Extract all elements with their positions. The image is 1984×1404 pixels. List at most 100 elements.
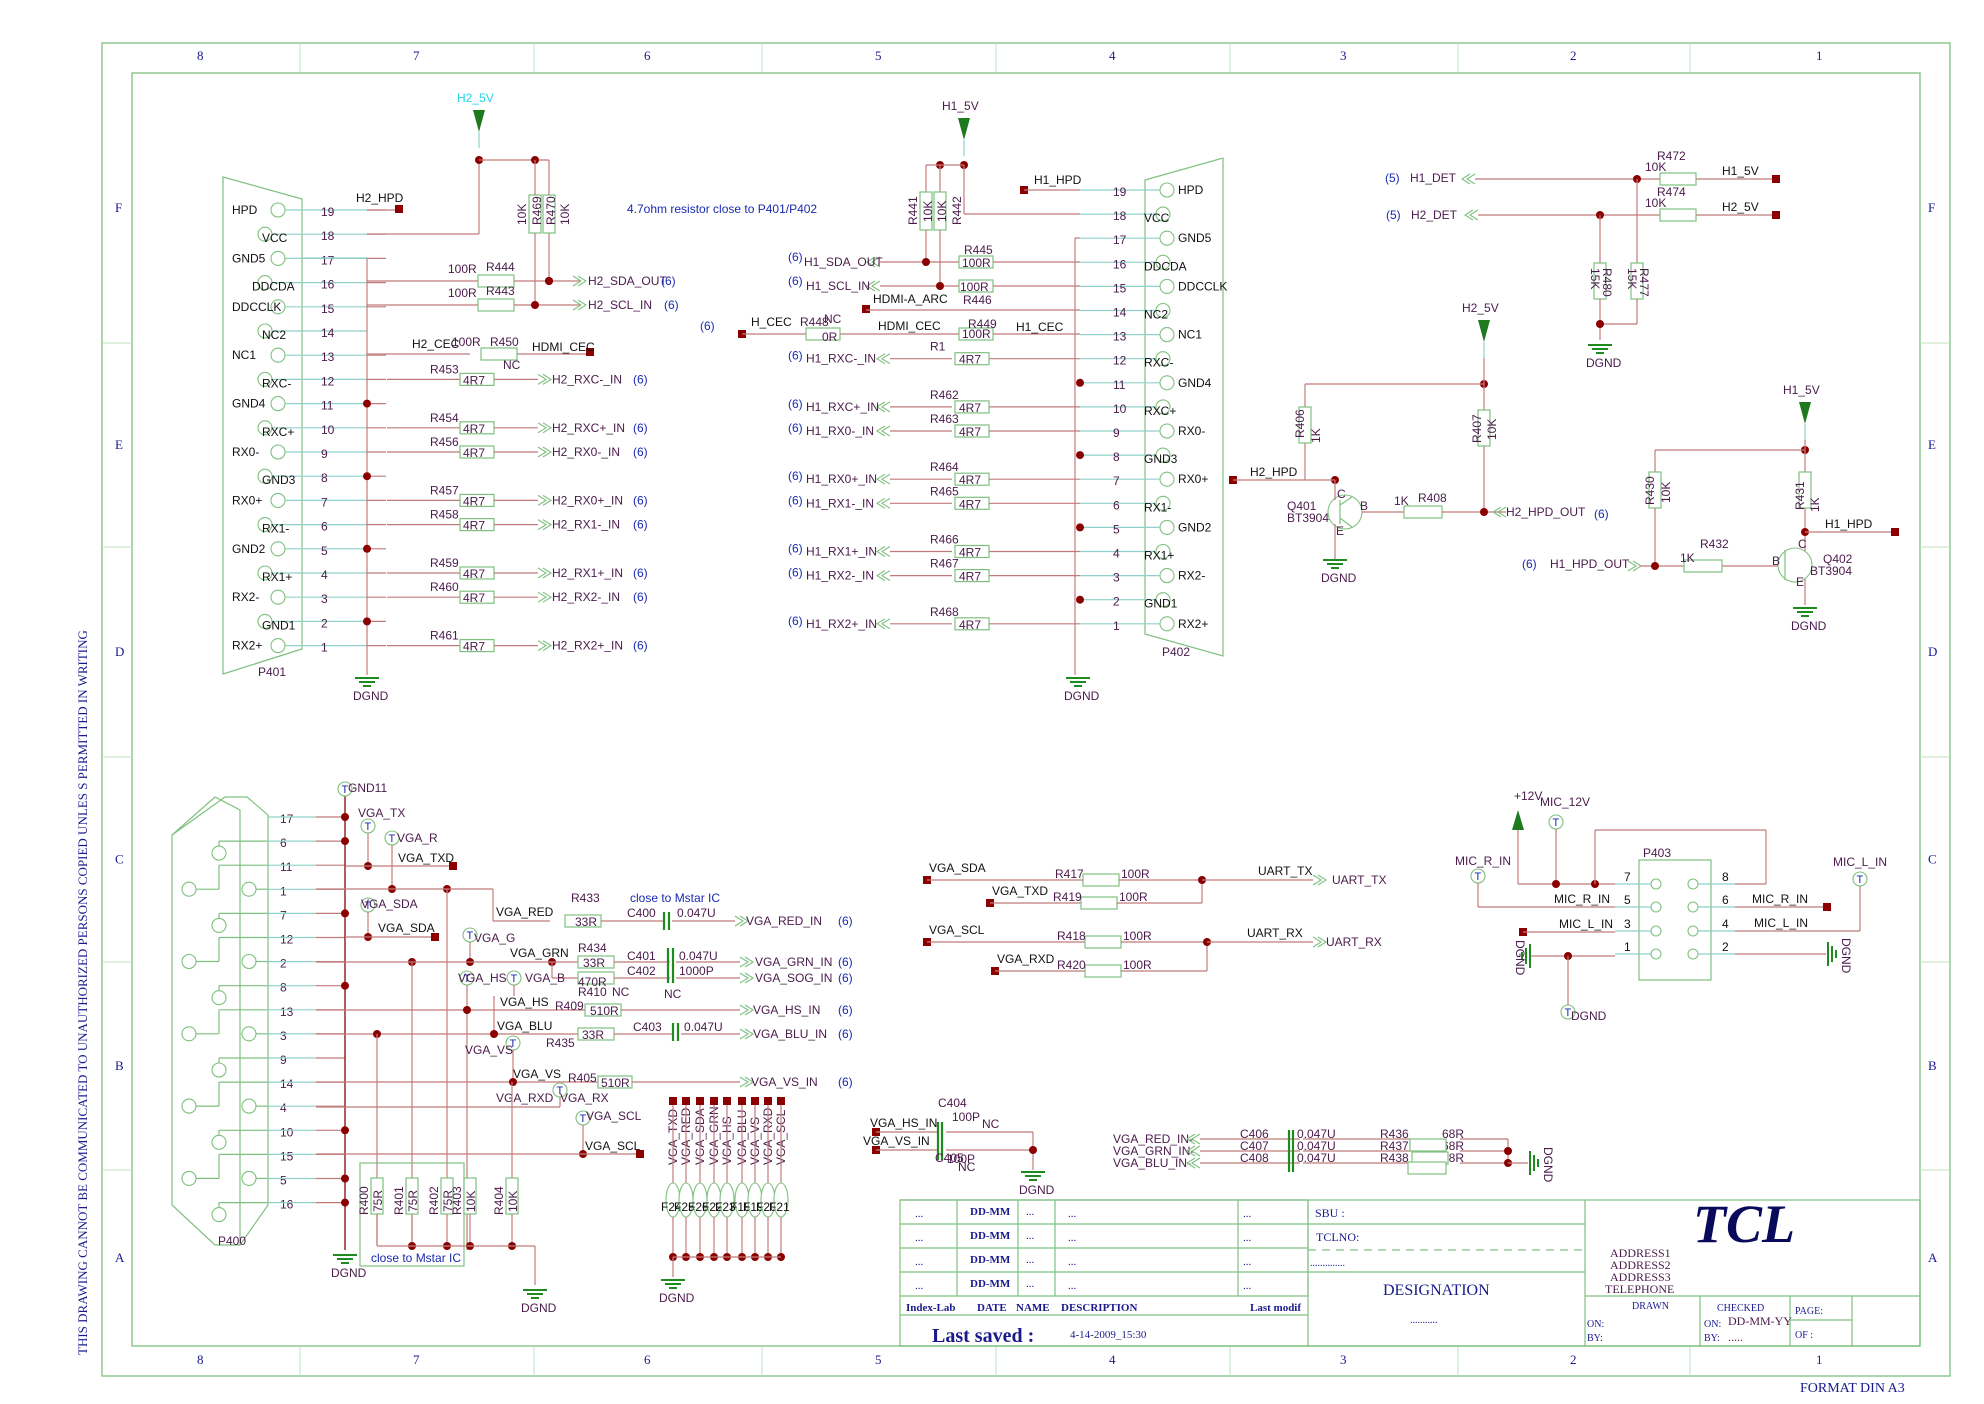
- of-label: OF :: [1795, 1330, 1813, 1341]
- resistor-ref: R418: [1057, 929, 1086, 943]
- resistor-value: 10K: [921, 201, 935, 222]
- pin-circle-icon: [1650, 948, 1662, 960]
- test-point-mark: T: [365, 821, 372, 833]
- pin-circle-icon: [1687, 948, 1699, 960]
- pin-number: 5: [1624, 893, 1631, 907]
- net-label: H1_RX2-_IN: [806, 569, 874, 583]
- resistor-ref: R408: [1418, 491, 1447, 505]
- pin-circle-icon: [270, 492, 286, 508]
- power-arrow-icon: [473, 110, 485, 132]
- pin-name: RX0+: [1178, 472, 1208, 486]
- pin-number: 14: [280, 1077, 294, 1091]
- resistor-value: 75R: [441, 1190, 455, 1212]
- pin-name: VCC: [1144, 211, 1170, 225]
- row-date: DD-MM: [970, 1230, 1011, 1242]
- sheet-ref: (6): [700, 319, 715, 333]
- resistor-ref: R437: [1380, 1139, 1409, 1153]
- offpage-arrow-icon: [739, 956, 750, 968]
- offpage-arrow-icon: [542, 446, 553, 458]
- resistor-ref: R417: [1055, 867, 1084, 881]
- resistor-value: 100R: [962, 256, 991, 270]
- resistor-ref: R441: [906, 196, 920, 225]
- resistor-value: 100R: [1119, 890, 1148, 904]
- junction-dot: [1480, 508, 1488, 516]
- row-desc: ...: [1068, 1280, 1077, 1292]
- offpage-arrow-icon: [875, 570, 886, 582]
- junction-dot: [1596, 320, 1604, 328]
- pin-circle-icon: [1687, 878, 1699, 890]
- offpage-arrow-icon: [744, 1004, 755, 1016]
- net-label: VGA_BLU: [497, 1019, 552, 1033]
- test-point-icon: [1852, 871, 1868, 887]
- resistor-value: 4R7: [959, 425, 981, 439]
- offpage-arrow-icon: [542, 494, 553, 506]
- pin-name: GND3: [1144, 452, 1178, 466]
- cap-value: 0.047U: [679, 949, 718, 963]
- resistor-ref: R446: [963, 293, 992, 307]
- pin-name: DDCCLK: [232, 300, 281, 314]
- net-label: VGA_RED_IN: [746, 914, 822, 928]
- cap-ref: C401: [627, 949, 656, 963]
- resistor-value: 75R: [406, 1190, 420, 1212]
- header-last-modif: Last modif: [1250, 1302, 1301, 1314]
- pin-number: 15: [280, 1149, 294, 1163]
- sheet-ref: (6): [1522, 557, 1537, 571]
- ground-label: DGND: [1321, 571, 1357, 585]
- resistor-value: 10K: [558, 204, 572, 225]
- ground-label: DGND: [1064, 689, 1100, 703]
- resistor-ref: R462: [930, 388, 959, 402]
- pin-circle-icon: [1159, 616, 1175, 632]
- offpage-arrow-icon: [739, 972, 750, 984]
- offpage-arrow-icon: [537, 373, 548, 385]
- header-index: Index-Lab: [906, 1302, 956, 1314]
- cap-value: 100P: [947, 1152, 975, 1166]
- net-label: VGA_RED: [496, 905, 554, 919]
- pin-number: 8: [1722, 870, 1729, 884]
- net-label: H2_RX1-_IN: [552, 518, 620, 532]
- pin-number: 15: [321, 302, 335, 316]
- zone-column-label: 3: [1340, 1352, 1347, 1367]
- pin-name: RX2+: [232, 639, 262, 653]
- ground-label: DGND: [659, 1291, 695, 1305]
- resistor-value: 100R: [1123, 958, 1152, 972]
- pin-name: GND1: [1144, 597, 1178, 611]
- net-label: H2_SDA_OUT: [588, 274, 667, 288]
- resistor-ref: R400: [357, 1186, 371, 1215]
- pin-circle-icon: [270, 541, 286, 557]
- net-label: H2_SCL_IN: [588, 298, 652, 312]
- test-point-mark: T: [1553, 817, 1560, 829]
- pin-circle-icon: [1159, 327, 1175, 343]
- drawn-label: DRAWN: [1632, 1301, 1669, 1312]
- net-label: MIC_L_IN: [1559, 917, 1613, 931]
- pin-circle-icon: [270, 250, 286, 266]
- sheet-ref: (6): [838, 1027, 853, 1041]
- sheet-ref: (6): [788, 250, 803, 264]
- pin-name: GND2: [1178, 520, 1212, 534]
- resistor-value: 68R: [1442, 1127, 1464, 1141]
- resistor-value: 4R7: [959, 570, 981, 584]
- resistor-value: 4R7: [463, 446, 485, 460]
- offpage-arrow-icon: [1460, 173, 1471, 185]
- net-label: VGA_HS_IN: [753, 1003, 820, 1017]
- offpage-arrow-icon: [880, 353, 891, 365]
- net-label: H2_RX0-_IN: [552, 445, 620, 459]
- cap-value: 0.047U: [1297, 1151, 1336, 1165]
- net-label: VGA_TXD: [992, 884, 1048, 898]
- pin-number: 13: [321, 350, 335, 364]
- offpage-arrow-icon: [1465, 173, 1476, 185]
- pin-name: DDCDA: [252, 280, 295, 294]
- zone-row-label: D: [1928, 644, 1937, 659]
- pin-circle-icon: [241, 953, 257, 970]
- resistor-ref: R472: [1657, 149, 1686, 163]
- net-port-square: [777, 1097, 785, 1105]
- offpage-arrow-icon: [1627, 560, 1638, 572]
- net-port-square: [710, 1097, 718, 1105]
- offpage-arrow-icon: [1468, 209, 1479, 221]
- pin-name: GND2: [232, 542, 266, 556]
- pin-number: 1: [1624, 940, 1631, 954]
- offpage-arrow-icon: [542, 591, 553, 603]
- pin-number: 8: [1113, 450, 1120, 464]
- ddc-resistor: [477, 298, 515, 312]
- offpage-arrow-icon: [744, 1028, 755, 1040]
- net-label: H2_RX0+_IN: [552, 493, 623, 507]
